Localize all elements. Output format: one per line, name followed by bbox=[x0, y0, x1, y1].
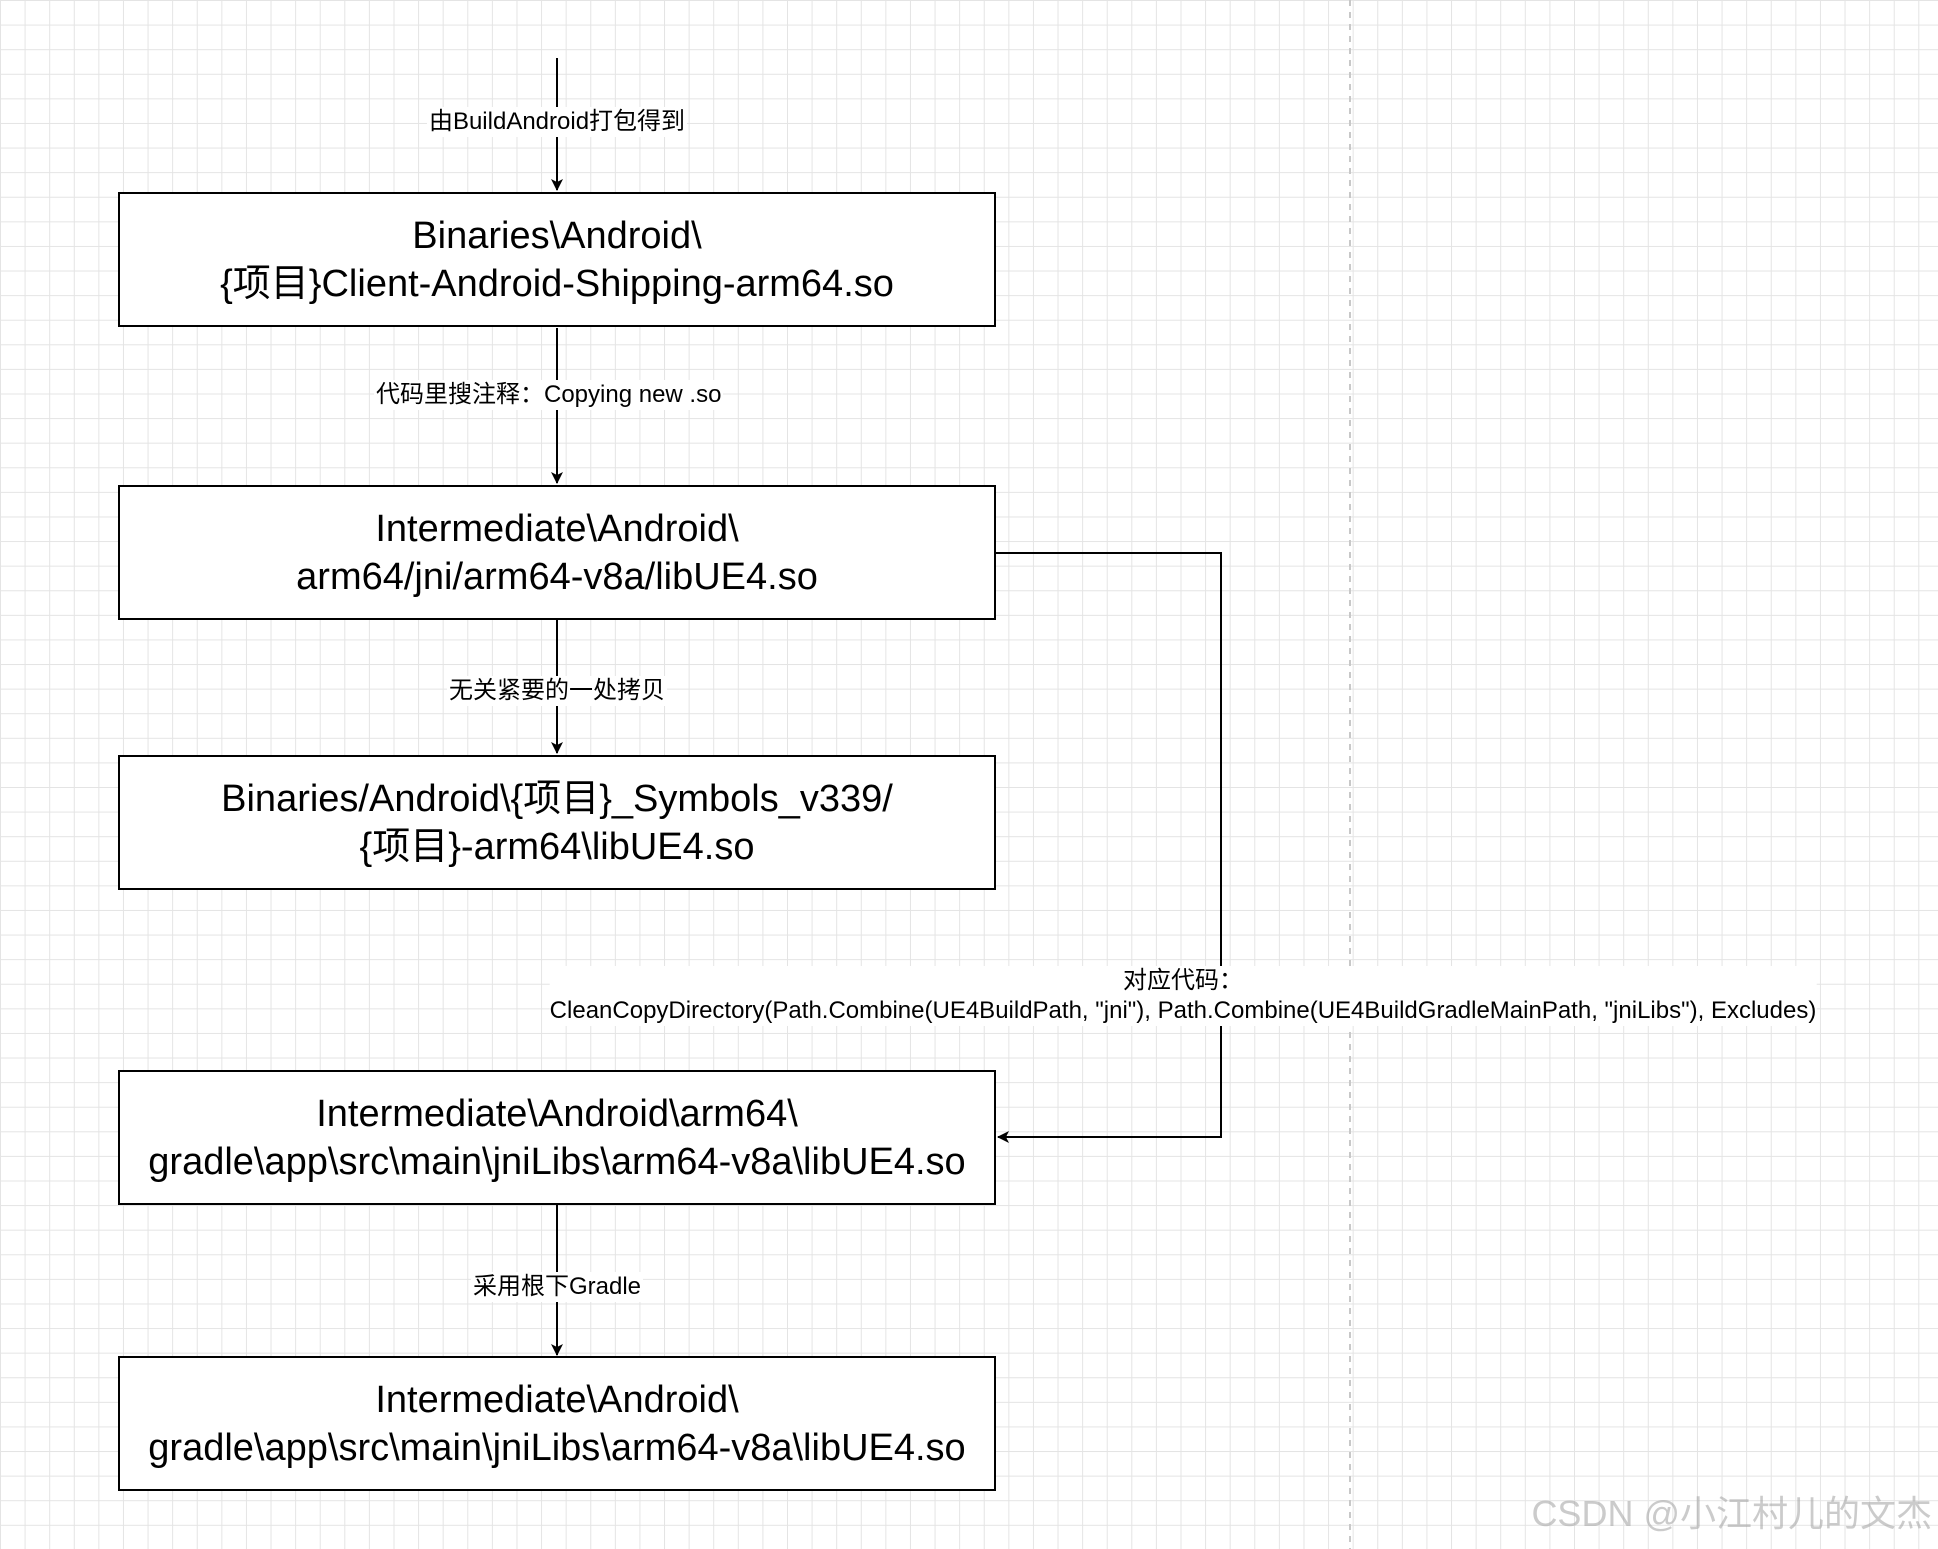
node-intermediate-jni-libue4-line2: arm64/jni/arm64-v8a/libUE4.so bbox=[296, 555, 818, 598]
node-intermediate-gradle-libue4-line2: gradle\app\src\main\jniLibs\arm64-v8a\li… bbox=[148, 1426, 966, 1469]
edge-label-4: 采用根下Gradle bbox=[470, 1272, 644, 1302]
edge-label-1: 代码里搜注释：Copying new .so bbox=[374, 380, 724, 410]
node-intermediate-arm64-gradle-libue4-line1: Intermediate\Android\arm64\ bbox=[316, 1092, 798, 1135]
edge-label-3-line1: 对应代码： bbox=[1122, 967, 1243, 994]
watermark-text: CSDN @小江村儿的文杰 bbox=[1531, 1493, 1932, 1534]
node-binaries-symbols-libue4-line2: {项目}-arm64\libUE4.so bbox=[359, 825, 755, 868]
node-binaries-symbols-libue4-line1: Binaries/Android\{项目}_Symbols_v339/ bbox=[221, 777, 893, 820]
node-intermediate-gradle-libue4[interactable]: Intermediate\Android\ gradle\app\src\mai… bbox=[118, 1356, 996, 1491]
edge-label-3: 对应代码： CleanCopyDirectory(Path.Combine(UE… bbox=[549, 966, 1817, 1026]
edge-label-2: 无关紧要的一处拷贝 bbox=[447, 676, 667, 706]
edge-label-0: 由BuildAndroid打包得到 bbox=[426, 107, 688, 137]
node-intermediate-gradle-libue4-line1: Intermediate\Android\ bbox=[375, 1378, 739, 1421]
node-intermediate-jni-libue4-line1: Intermediate\Android\ bbox=[375, 507, 739, 550]
edge-arrow-3 bbox=[996, 552, 1222, 1143]
node-binaries-client-so-line1: Binaries\Android\ bbox=[412, 214, 702, 257]
edge-label-3-line2: CleanCopyDirectory(Path.Combine(UE4Build… bbox=[549, 997, 1817, 1024]
node-intermediate-arm64-gradle-libue4[interactable]: Intermediate\Android\arm64\ gradle\app\s… bbox=[118, 1070, 996, 1205]
node-binaries-symbols-libue4[interactable]: Binaries/Android\{项目}_Symbols_v339/ {项目}… bbox=[118, 755, 996, 890]
node-binaries-client-so[interactable]: Binaries\Android\ {项目}Client-Android-Shi… bbox=[118, 192, 996, 327]
node-intermediate-jni-libue4[interactable]: Intermediate\Android\ arm64/jni/arm64-v8… bbox=[118, 485, 996, 620]
node-binaries-client-so-line2: {项目}Client-Android-Shipping-arm64.so bbox=[220, 262, 894, 305]
node-intermediate-arm64-gradle-libue4-line2: gradle\app\src\main\jniLibs\arm64-v8a\li… bbox=[148, 1140, 966, 1183]
